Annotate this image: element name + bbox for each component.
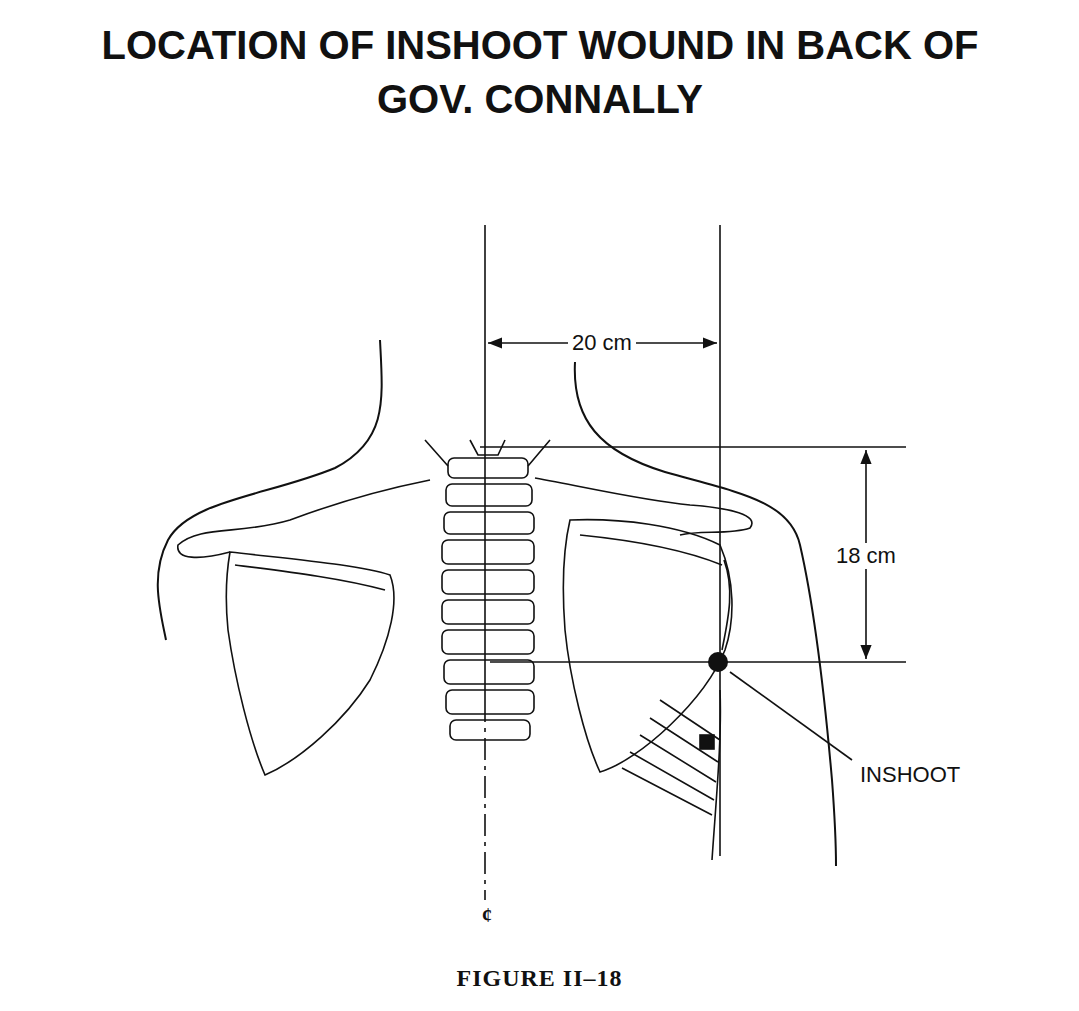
title: LOCATION OF INSHOOT WOUND IN BACK OFGOV.… [40, 18, 1040, 126]
dimension-label: 20 cm [568, 330, 636, 356]
callout-label: INSHOOT [860, 763, 960, 787]
centerline-symbol: ¢ [482, 904, 492, 926]
dimension-lines [480, 225, 906, 900]
body-outline [158, 340, 836, 866]
skeleton [178, 440, 752, 860]
caption: FIGURE II–18 [0, 965, 1079, 992]
wound-mark [708, 652, 728, 672]
dimension-label: 18 cm [832, 543, 900, 569]
